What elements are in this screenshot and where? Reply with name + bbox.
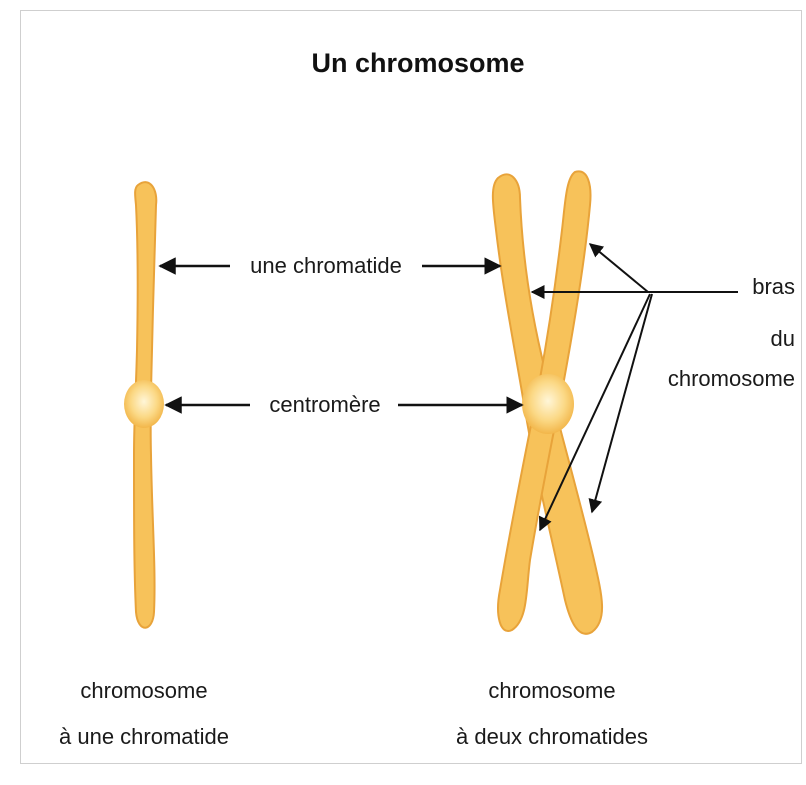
left-caption-line1: chromosome xyxy=(80,678,207,703)
two-chromatid-chromosome xyxy=(493,171,602,633)
right-caption-line1: chromosome xyxy=(488,678,615,703)
arms-label-line1: bras xyxy=(752,274,795,299)
left-caption-line2: à une chromatide xyxy=(59,724,229,749)
arms-arrow-upper-right xyxy=(590,244,648,292)
arms-arrow-lower-right xyxy=(592,294,652,512)
centromere-label: centromère xyxy=(269,392,380,417)
right-caption-line2: à deux chromatides xyxy=(456,724,648,749)
arms-label-line3: chromosome xyxy=(668,366,795,391)
chromatid-label: une chromatide xyxy=(250,253,402,278)
right-centromere xyxy=(522,374,574,434)
chromatid-label-group: une chromatide xyxy=(160,253,500,278)
single-chromatid-chromosome xyxy=(124,182,164,628)
centromere-label-group: centromère xyxy=(166,392,522,417)
diagram-title: Un chromosome xyxy=(311,48,524,78)
arms-label-line2: du xyxy=(771,326,795,351)
left-centromere xyxy=(124,380,164,428)
